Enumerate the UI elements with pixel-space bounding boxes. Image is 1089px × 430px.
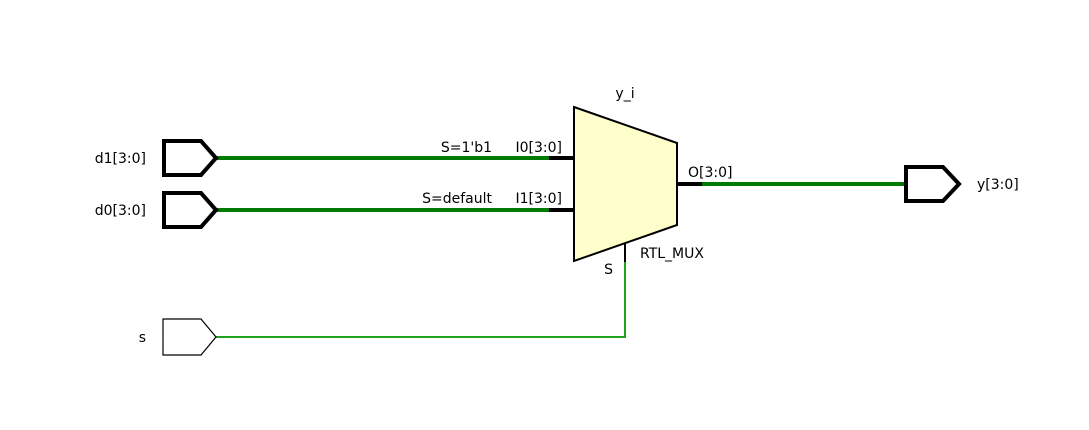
port-y-label: y[3:0] bbox=[977, 177, 1019, 193]
mux-body[interactable] bbox=[573, 105, 678, 263]
port-s-shape[interactable] bbox=[162, 318, 217, 356]
mux-pin-i1-label: I1[3:0] bbox=[516, 191, 563, 207]
port-d0-label: d0[3:0] bbox=[95, 203, 146, 219]
port-s-label: s bbox=[139, 330, 146, 346]
mux-pin-i0-label: I0[3:0] bbox=[516, 140, 563, 156]
port-y-shape[interactable] bbox=[904, 165, 962, 203]
port-d1-shape[interactable] bbox=[162, 139, 219, 177]
mux-pin-s-label: S bbox=[604, 262, 613, 278]
mux-cell-type: RTL_MUX bbox=[640, 246, 704, 262]
mux-instance-name: y_i bbox=[615, 86, 634, 102]
mux-pin-o-label: O[3:0] bbox=[688, 165, 732, 181]
wire-s[interactable] bbox=[216, 262, 626, 338]
mux-cond-i0: S=1'b1 bbox=[441, 140, 492, 156]
mux-cond-i1: S=default bbox=[422, 191, 492, 207]
port-d0-shape[interactable] bbox=[162, 191, 219, 229]
port-d1-label: d1[3:0] bbox=[95, 151, 146, 167]
